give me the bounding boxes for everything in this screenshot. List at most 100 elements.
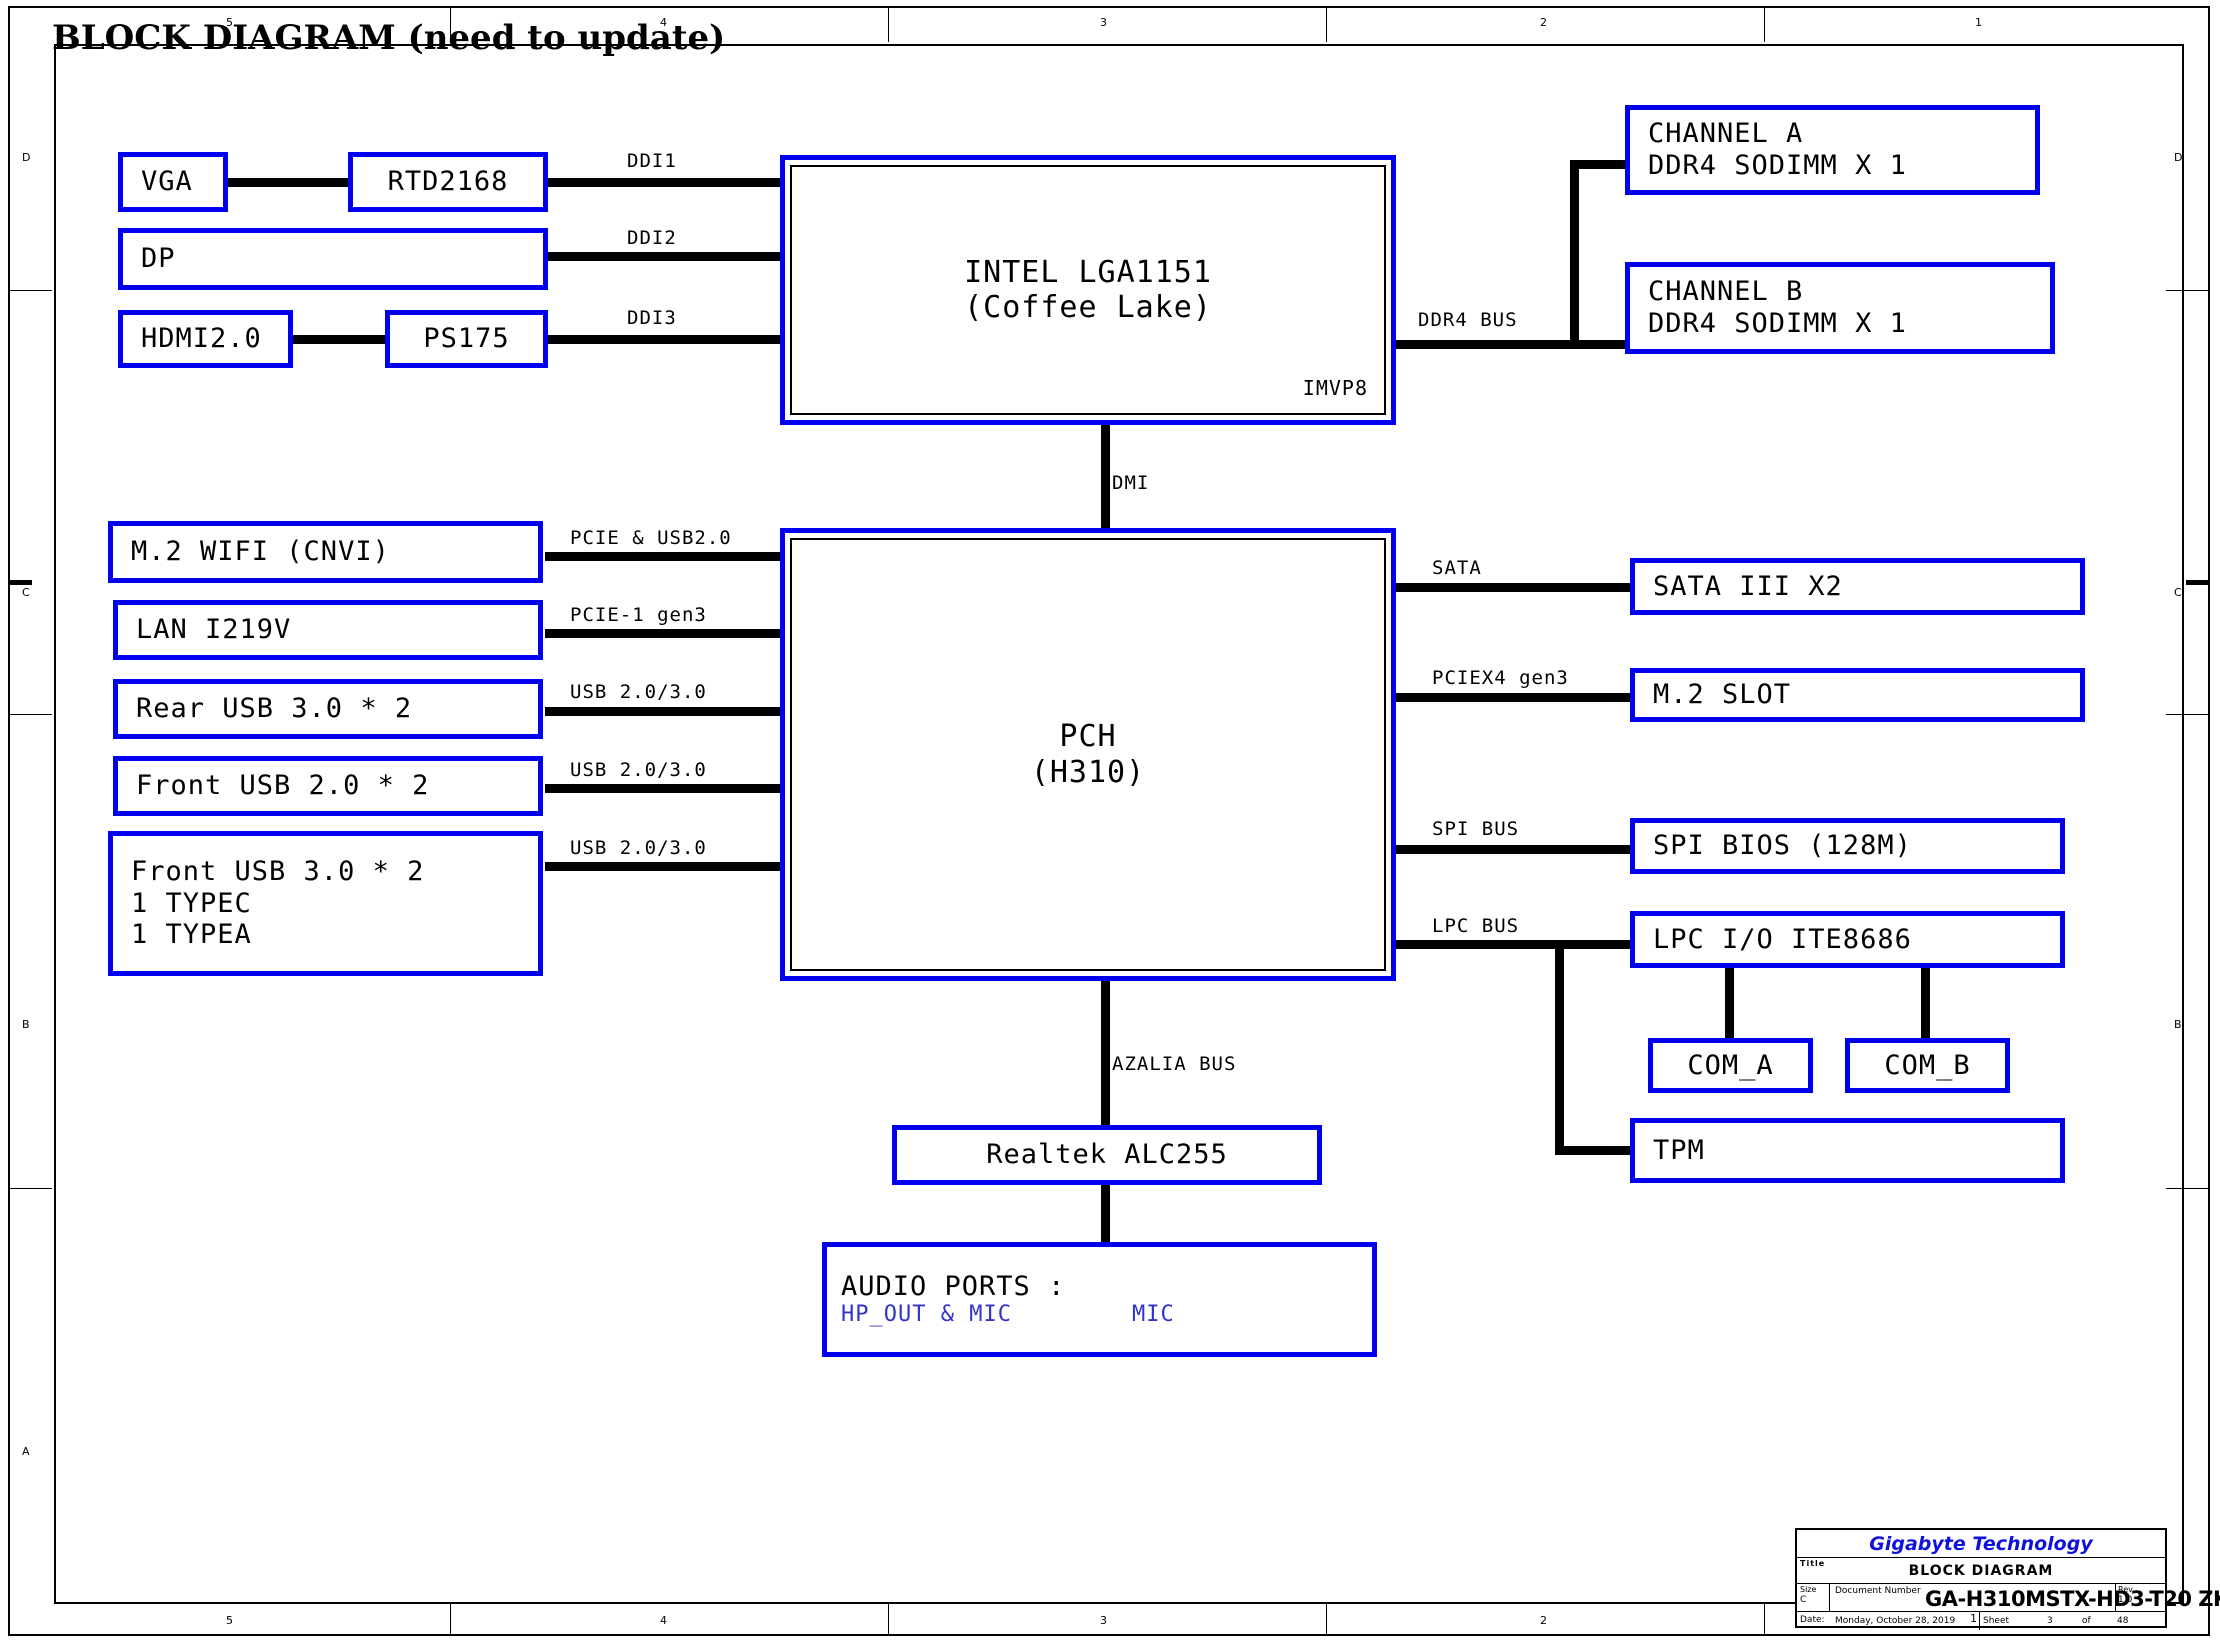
size-tag: Size xyxy=(1800,1585,1817,1594)
wire-dmi xyxy=(1101,425,1110,530)
block-tpm[interactable]: TPM xyxy=(1630,1118,2065,1183)
wire-label-pciex4-gen3: PCIEX4 gen3 xyxy=(1432,667,1569,689)
wire-pcie1-gen3 xyxy=(545,629,790,638)
block-lan-i219v[interactable]: LAN I219V xyxy=(113,600,543,660)
block-front-usb-20[interactable]: Front USB 2.0 * 2 xyxy=(113,756,543,816)
drawing-title-value: BLOCK DIAGRAM xyxy=(1908,1562,2054,1579)
sheet-inner-frame xyxy=(54,44,2184,1604)
wire-label-dmi: DMI xyxy=(1112,472,1150,494)
wire-label-spi-bus: SPI BUS xyxy=(1432,818,1520,840)
wire-ddr4-bus-channel-a xyxy=(1570,160,1630,169)
ruler-tick-bottom-3: 3 xyxy=(1100,1614,1107,1627)
ruler-divider xyxy=(1326,1602,1327,1636)
ruler-tick-right-b: B xyxy=(2174,1018,2182,1031)
wire-label-pcie-usb20: PCIE & USB2.0 xyxy=(570,527,732,549)
block-rear-usb[interactable]: Rear USB 3.0 * 2 xyxy=(113,679,543,739)
block-cpu-intel-lga1151[interactable]: INTEL LGA1151 (Coffee Lake) IMVP8 xyxy=(780,155,1396,425)
ruler-tick-top-3: 3 xyxy=(1100,16,1107,29)
audio-ports-mic: MIC xyxy=(1131,1302,1175,1328)
ruler-divider xyxy=(10,290,52,291)
block-dp[interactable]: DP xyxy=(118,228,548,290)
wire-label-usb-a: USB 2.0/3.0 xyxy=(570,681,707,703)
wire-ddi1 xyxy=(545,178,785,187)
block-lpc-io-ite8686[interactable]: LPC I/O ITE8686 xyxy=(1630,911,2065,968)
block-channel-b[interactable]: CHANNEL B DDR4 SODIMM X 1 xyxy=(1625,262,2055,354)
ruler-divider xyxy=(10,714,52,715)
sheet-value: 3 xyxy=(2047,1616,2053,1626)
block-sata-iii[interactable]: SATA III X2 xyxy=(1630,558,2085,615)
tb-divider xyxy=(1979,1612,1980,1630)
wire-usb-front30 xyxy=(545,862,790,871)
wire-sata xyxy=(1390,583,1630,592)
wire-pciex4-gen3 xyxy=(1390,693,1630,702)
ruler-tick-top-5: 5 xyxy=(226,16,233,29)
ruler-tick-right-c: C xyxy=(2174,586,2182,599)
ruler-tick-top-1: 1 xyxy=(1975,16,1982,29)
wire-lpcio-com-a xyxy=(1725,965,1734,1040)
wire-usb-rear xyxy=(545,707,790,716)
wire-azalia-bus xyxy=(1101,978,1110,1128)
wire-ddi3 xyxy=(545,335,785,344)
block-spi-bios[interactable]: SPI BIOS (128M) xyxy=(1630,818,2065,874)
date-row: Date: Monday, October 28, 2019 Sheet 3 o… xyxy=(1797,1612,2165,1630)
wire-label-ddi1: DDI1 xyxy=(627,150,677,172)
sheet-of-label: of xyxy=(2082,1616,2091,1626)
tb-divider xyxy=(2115,1584,2116,1611)
block-ps175[interactable]: PS175 xyxy=(385,310,548,368)
sheet-tag: Sheet xyxy=(1983,1616,2010,1626)
ruler-tick-bottom-5: 5 xyxy=(226,1614,233,1627)
company-name: Gigabyte Technology xyxy=(1797,1530,2165,1558)
tb-divider xyxy=(1829,1584,1830,1611)
block-channel-a[interactable]: CHANNEL A DDR4 SODIMM X 1 xyxy=(1625,105,2040,195)
block-pch-h310[interactable]: PCH (H310) xyxy=(780,528,1396,981)
rev-tag: Rev xyxy=(2118,1585,2133,1594)
wire-ddr4-bus-vertical xyxy=(1570,160,1579,349)
ruler-tick-left-a: A xyxy=(22,1445,30,1458)
wire-label-ddi2: DDI2 xyxy=(627,227,677,249)
ruler-divider xyxy=(1326,8,1327,42)
ruler-tick-bottom-4: 4 xyxy=(660,1614,667,1627)
ruler-divider xyxy=(888,8,889,42)
audio-ports-hp-out: HP_OUT & MIC xyxy=(841,1302,1012,1328)
block-m2-wifi[interactable]: M.2 WIFI (CNVI) xyxy=(108,521,543,583)
wire-hdmi-ps175 xyxy=(212,335,387,344)
wire-label-sata: SATA xyxy=(1432,557,1482,579)
ruler-divider xyxy=(2166,714,2208,715)
block-vga[interactable]: VGA xyxy=(118,152,228,212)
ruler-tick-left-c: C xyxy=(22,586,30,599)
ruler-tick-top-4: 4 xyxy=(660,16,667,29)
wire-pcie-usb20 xyxy=(545,552,790,561)
block-realtek-alc255[interactable]: Realtek ALC255 xyxy=(892,1125,1322,1185)
ruler-tick-bottom-2: 2 xyxy=(1540,1614,1547,1627)
wire-label-usb-c: USB 2.0/3.0 xyxy=(570,837,707,859)
block-m2-slot[interactable]: M.2 SLOT xyxy=(1630,668,2085,722)
block-rtd2168[interactable]: RTD2168 xyxy=(348,152,548,212)
size-value: C xyxy=(1800,1595,1807,1605)
block-pch-line1: PCH xyxy=(1059,719,1117,755)
wire-label-ddr4-bus: DDR4 BUS xyxy=(1418,309,1518,331)
ruler-divider xyxy=(10,1188,52,1189)
block-audio-ports[interactable]: AUDIO PORTS : HP_OUT & MIC MIC xyxy=(822,1242,1377,1357)
wire-ddr4-bus-horizontal xyxy=(1392,340,1632,349)
document-number-tag: Document Number xyxy=(1835,1586,1921,1596)
wire-spi-bus xyxy=(1390,845,1630,854)
block-hdmi[interactable]: HDMI2.0 xyxy=(118,310,293,368)
audio-ports-title: AUDIO PORTS : xyxy=(841,1270,1066,1302)
wire-lpc-to-tpm-horizontal xyxy=(1555,1146,1635,1155)
wire-ddi2 xyxy=(545,252,785,261)
block-front-usb-30[interactable]: Front USB 3.0 * 2 1 TYPEC 1 TYPEA xyxy=(108,831,543,976)
rev-value: 1.0 xyxy=(2118,1595,2133,1605)
wire-label-pcie1-gen3: PCIE-1 gen3 xyxy=(570,604,707,626)
block-pch-line2: (H310) xyxy=(1030,754,1146,790)
block-cpu-line2: (Coffee Lake) xyxy=(964,290,1212,325)
wire-usb-front20 xyxy=(545,784,790,793)
wire-lpc-to-tpm-vertical xyxy=(1555,940,1564,1155)
ruler-tick-left-d: D xyxy=(22,151,31,164)
audio-ports-values: HP_OUT & MIC MIC xyxy=(841,1302,1175,1328)
title-tag: Title xyxy=(1800,1559,1826,1568)
block-com-b[interactable]: COM_B xyxy=(1845,1038,2010,1093)
block-com-a[interactable]: COM_A xyxy=(1648,1038,1813,1093)
wire-label-lpc-bus: LPC BUS xyxy=(1432,915,1520,937)
wire-codec-to-audio-ports xyxy=(1101,1180,1110,1242)
document-number-value: GA-H310MSTX-HD3-T20 ZK xyxy=(1925,1587,2220,1611)
